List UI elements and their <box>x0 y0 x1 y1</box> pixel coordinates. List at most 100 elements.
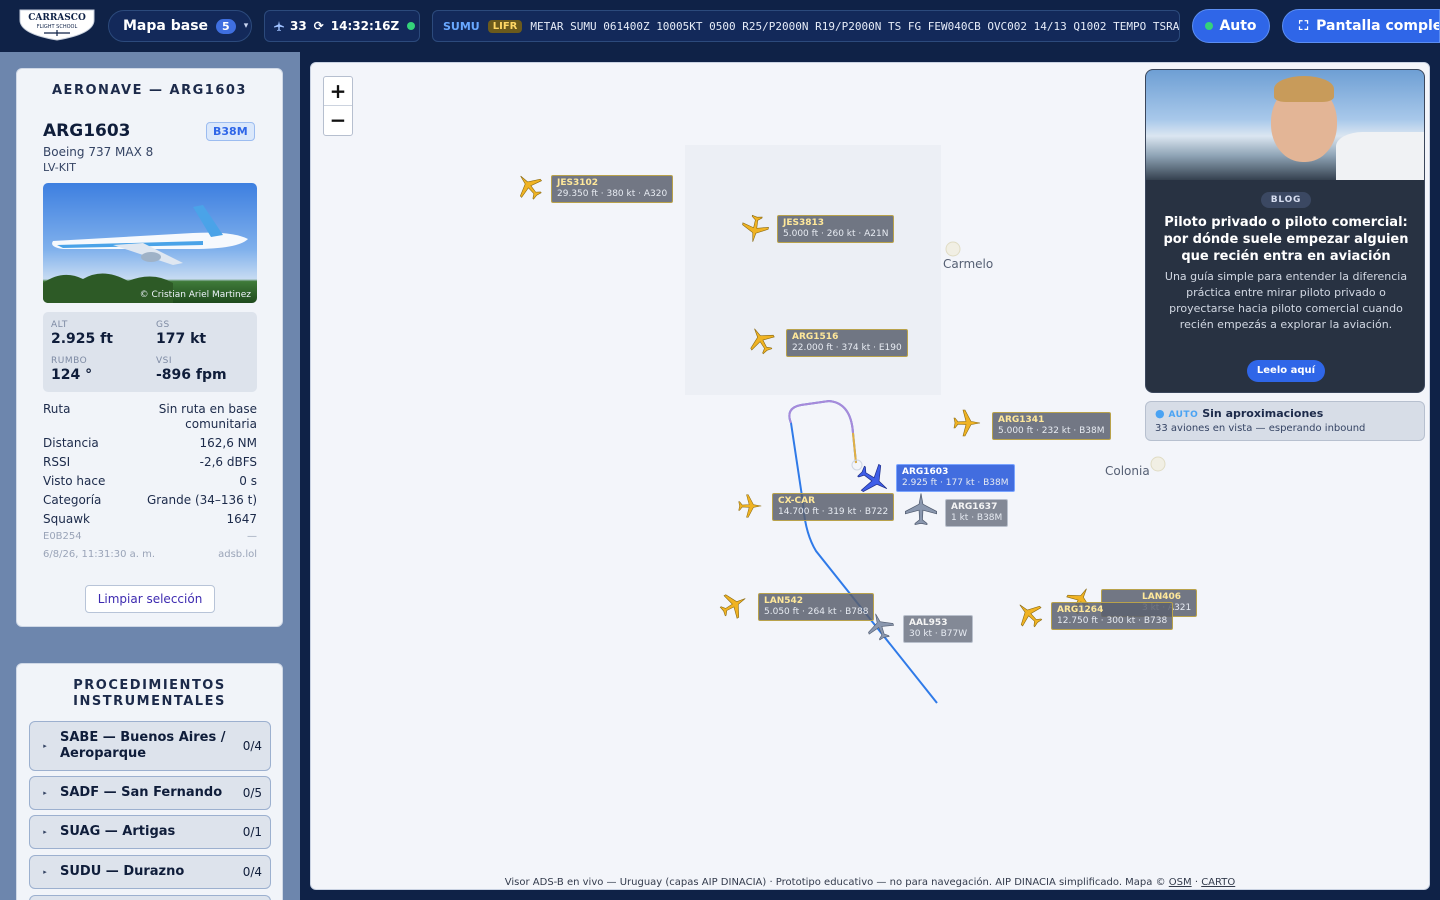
procedure-count: 0/4 <box>242 739 262 753</box>
detail-hex: E0B254 — <box>43 531 257 542</box>
detail-key: RSSI <box>43 455 71 469</box>
attribution-sep: · <box>1194 877 1199 888</box>
procedures-title: PROCEDIMIENTOS INSTRUMENTALES <box>73 678 226 709</box>
aircraft-icon-arg1603-selected[interactable] <box>849 455 899 505</box>
airliner-photo-illustration <box>43 205 248 303</box>
map-base-count: 5 <box>216 18 236 34</box>
procedure-item-sudu[interactable]: ▸ SUDU — Durazno 0/4 <box>29 855 271 889</box>
procedure-item-sabe[interactable]: ▸ SABE — Buenos Aires / Aeroparque 0/4 <box>29 721 271 771</box>
aircraft-icon-arg1516[interactable] <box>741 320 782 361</box>
airspace-area <box>685 145 941 395</box>
detail-key: Squawk <box>43 512 90 526</box>
aircraft-registration: LV-KIT <box>43 161 76 174</box>
town-marker-carmelo <box>945 241 961 257</box>
map-base-label: Mapa base <box>123 18 209 34</box>
approach-mode: AUTO <box>1168 410 1199 420</box>
procedure-item-sadf[interactable]: ▸ SADF — San Fernando 0/5 <box>29 776 271 810</box>
aircraft-icon-arg1341[interactable] <box>952 408 982 438</box>
zoom-in-button[interactable]: + <box>324 77 352 106</box>
pilot-cockpit-image <box>1146 70 1424 180</box>
stat-value: 2.925 ft <box>51 331 113 347</box>
town-marker-colonia <box>1150 456 1166 472</box>
label-callsign: CX-CAR <box>778 496 816 506</box>
blog-description: Una guía simple para entender la diferen… <box>1164 270 1408 331</box>
label-detail: 14.700 ft · 319 kt · B722 <box>778 507 889 517</box>
label-callsign: LAN406 <box>1142 592 1182 602</box>
detail-value: -2,6 dBFS <box>199 455 257 469</box>
fullscreen-icon: ⛶ <box>1299 18 1309 34</box>
timestamp: 6/8/26, 11:31:30 a. m. <box>43 549 156 560</box>
detail-timestamp: 6/8/26, 11:31:30 a. m. adsb.lol <box>43 549 257 560</box>
status-indicator: 33 ⟳ 14:32:16Z <box>264 10 420 42</box>
map-base-selector[interactable]: Mapa base 5 ▾ <box>108 10 252 42</box>
aircraft-icon-arg1264[interactable] <box>1008 593 1050 635</box>
auto-button[interactable]: Auto <box>1192 9 1270 43</box>
left-sidebar: AERONAVE — ARG1603 ARG1603 B38M Boeing 7… <box>0 52 300 900</box>
zoom-out-button[interactable]: − <box>329 108 347 132</box>
blog-read-button[interactable]: Leelo aquí <box>1247 360 1325 382</box>
expand-arrow-icon: ▸ <box>43 742 47 750</box>
label-detail: 12.750 ft · 300 kt · B738 <box>1057 616 1168 626</box>
stat-heading: RUMBO 124 ° <box>51 356 151 383</box>
aircraft-photo[interactable]: © Cristian Ariel Martinez <box>43 183 257 303</box>
stat-alt: ALT 2.925 ft <box>51 320 151 347</box>
waypoint-marker <box>851 459 863 471</box>
procedure-name: SUAG — Artigas <box>60 824 176 839</box>
flight-category-badge: LIFR <box>487 19 523 33</box>
blog-tag: BLOG <box>1261 192 1311 208</box>
zoom-control: + − <box>323 76 353 136</box>
procedure-count: 0/4 <box>242 865 262 879</box>
label-callsign: JES3813 <box>783 218 825 228</box>
aircraft-detail-card: AERONAVE — ARG1603 ARG1603 B38M Boeing 7… <box>16 68 283 627</box>
aircraft-icon-jes3813[interactable] <box>738 212 773 247</box>
auto-status-dot-icon <box>1205 22 1214 30</box>
stat-vsi: VSI -896 fpm <box>156 356 256 383</box>
aircraft-icon-lan542[interactable] <box>714 585 755 626</box>
approach-subtitle: 33 aviones en vista — esperando inbound <box>1155 423 1366 434</box>
clear-selection-button[interactable]: Limpiar selección <box>85 585 215 613</box>
osm-link[interactable]: OSM <box>1168 877 1192 888</box>
detail-value: 162,6 NM <box>199 436 258 450</box>
aircraft-icon-arg1637[interactable] <box>903 491 939 527</box>
pilot-shirt <box>1336 132 1424 180</box>
procedure-item-next[interactable] <box>29 895 271 900</box>
attribution-text: Visor ADS-B en vivo — Uruguay (capas AIP… <box>504 877 1166 888</box>
detail-value: 0 s <box>239 474 257 488</box>
procedure-item-suag[interactable]: ▸ SUAG — Artigas 0/1 <box>29 815 271 849</box>
stat-gs: GS 177 kt <box>156 320 256 347</box>
logo-line2: FLIGHT SCHOOL <box>37 24 78 30</box>
detail-key: Distancia <box>43 436 99 450</box>
blog-promo-card[interactable]: BLOG Piloto privado o piloto comercial: … <box>1145 69 1425 393</box>
fullscreen-button[interactable]: ⛶ Pantalla completa <box>1282 9 1440 43</box>
metar-bar[interactable]: SUMU LIFR METAR SUMU 061400Z 10005KT 050… <box>432 10 1180 42</box>
stat-value: -896 fpm <box>156 367 227 383</box>
aircraft-icon-jes3102[interactable] <box>508 165 550 207</box>
flight-track-high <box>788 399 854 434</box>
town-colonia: Colonia <box>1105 464 1150 478</box>
carrasco-logo[interactable]: CARRASCO FLIGHT SCHOOL <box>18 6 96 42</box>
carto-link[interactable]: CARTO <box>1201 877 1236 888</box>
logo-line1: CARRASCO <box>28 13 86 23</box>
data-source: adsb.lol <box>218 549 257 560</box>
label-callsign: JES3102 <box>557 178 599 188</box>
aircraft-icon-aal953[interactable] <box>861 607 899 645</box>
aircraft-card-title: AERONAVE — ARG1603 <box>52 83 247 98</box>
label-detail: 29.350 ft · 380 kt · A320 <box>557 189 668 199</box>
detail-distance: Distancia 162,6 NM <box>43 436 257 450</box>
label-callsign: ARG1603 <box>902 467 949 477</box>
caret-down-icon: ▾ <box>243 21 249 31</box>
label-detail: 30 kt · B77W <box>909 629 968 639</box>
aircraft-icon-cx-car[interactable] <box>737 493 763 519</box>
